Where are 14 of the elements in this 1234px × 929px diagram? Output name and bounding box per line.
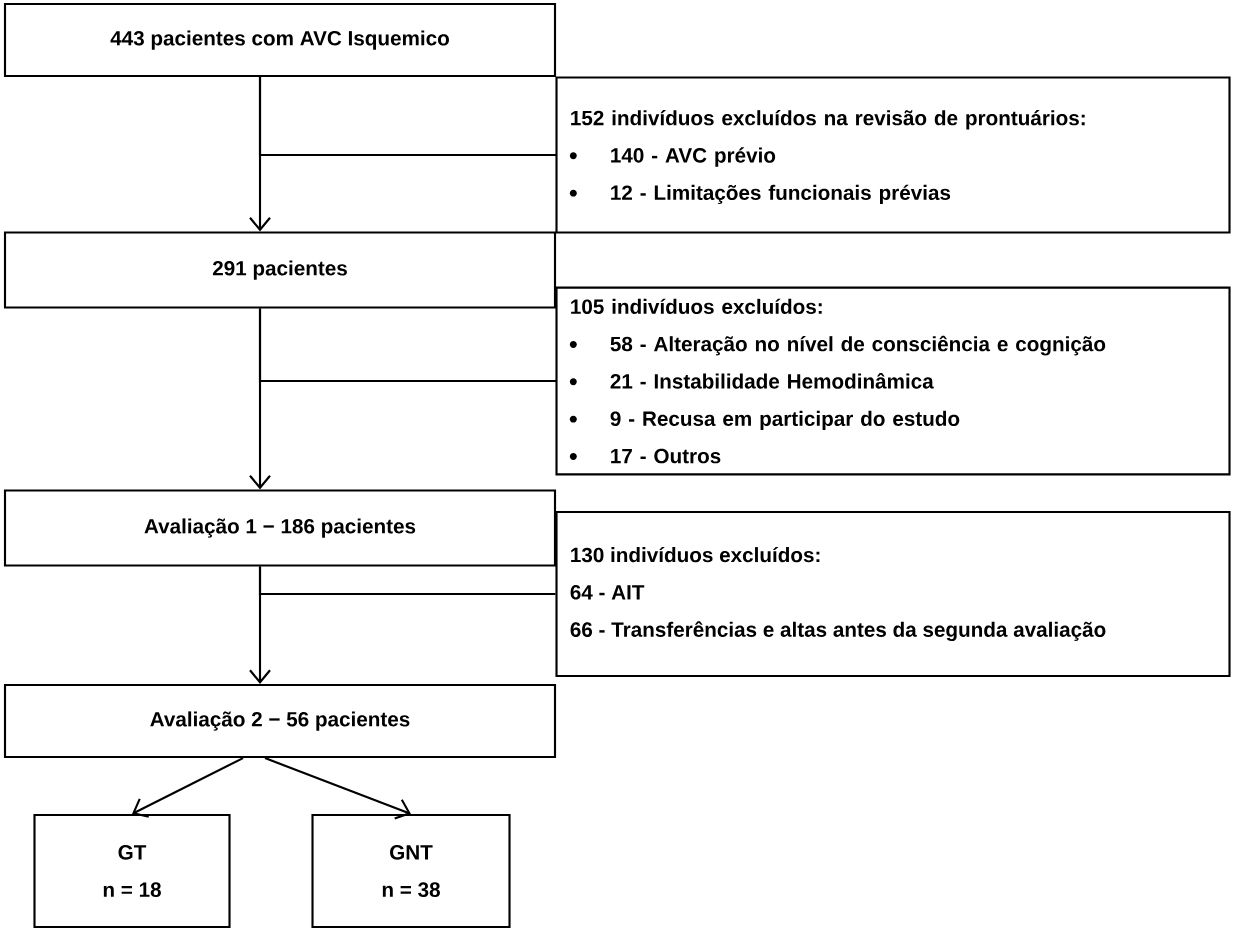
process-box: 291 pacientes	[3, 231, 557, 309]
connector-line	[258, 308, 557, 383]
connector-line	[258, 77, 557, 157]
process-box: GNT n = 38	[311, 813, 511, 929]
arrow	[264, 757, 411, 820]
process-box: Avaliação 1 − 186 pacientes	[3, 489, 557, 567]
exclusion-box: 130 indivíduos excluídos: 64 - AIT 66 - Transferências e altas antes da segunda avaliação	[555, 510, 1231, 678]
process-box: 443 pacientes com AVC Isquemico	[3, 2, 557, 78]
process-box: GT n = 18	[33, 813, 231, 929]
exclusion-box: 105 indivíduos excluídos: 58 - Alteração no nível de consciência e cognição 21 - Instabilidade Hemodinâmica 9 - Recusa em participar do estudo 17 - Outros	[555, 286, 1231, 476]
exclusion-box: 152 indivíduos excluídos na revisão de prontuários: 140 - AVC prévio 12 - Limitações funcionais prévias	[555, 76, 1231, 234]
arrow	[132, 757, 244, 818]
process-box: Avaliação 2 − 56 pacientes	[3, 683, 557, 759]
connector-line	[258, 566, 556, 596]
